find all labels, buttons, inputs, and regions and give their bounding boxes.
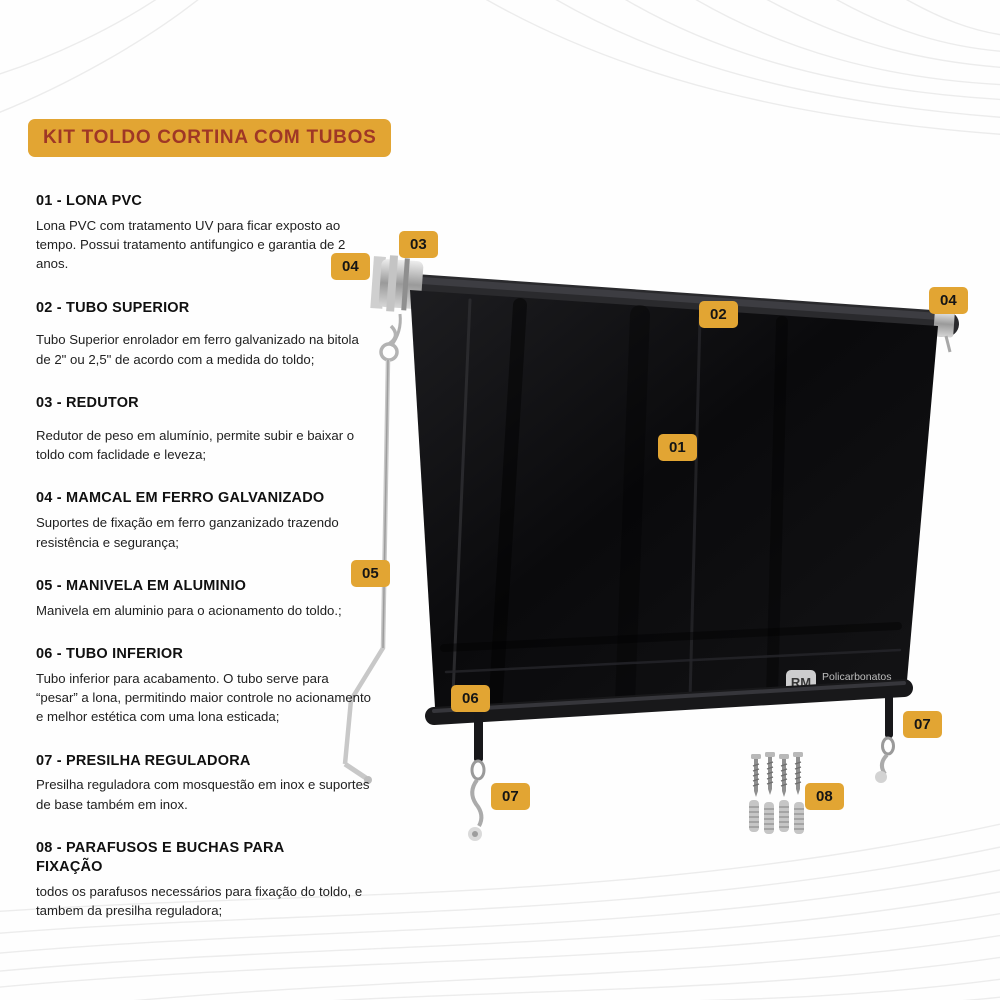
item-03: 03 - REDUTOR Redutor de peso em alumínio… — [36, 394, 374, 464]
item-08-heading: 08 - PARAFUSOS E BUCHAS PARA FIXAÇÃO — [36, 839, 284, 875]
right-end-cap — [933, 310, 955, 338]
brand-line1: Policarbonatos — [822, 671, 891, 683]
item-05-body: Manivela em aluminio para o acionamento … — [36, 602, 342, 618]
item-03-body: Redutor de peso em alumínio, permite sub… — [36, 427, 355, 463]
item-01: 01 - LONA PVC Lona PVC com tratamento UV… — [36, 192, 374, 274]
bottom-tube — [425, 679, 913, 725]
item-07-heading: 07 - PRESILHA REGULADORA — [36, 752, 251, 769]
callout-badge-02: 02 — [699, 301, 738, 328]
item-02-heading: 02 - TUBO SUPERIOR — [36, 299, 190, 316]
callout-badge-06: 06 — [451, 685, 490, 712]
left-strap-clasp — [468, 706, 486, 841]
screws-and-anchors — [748, 750, 805, 835]
top-tube — [387, 273, 959, 353]
callout-badge-07-left: 07 — [491, 783, 530, 810]
item-05-heading: 05 - MANIVELA EM ALUMINIO — [36, 577, 247, 594]
callout-badge-03: 03 — [399, 231, 438, 258]
item-02: 02 - TUBO SUPERIOR Tubo Superior enrolad… — [36, 299, 374, 369]
callout-badge-04-left: 04 — [331, 253, 370, 280]
item-07-body: Presilha reguladora com mosquestão em in… — [36, 777, 370, 812]
item-01-body: Lona PVC com tratamento UV para ficar ex… — [36, 217, 346, 272]
callout-badge-07-right: 07 — [903, 711, 942, 738]
item-04-body: Suportes de fixação em ferro ganzanizado… — [36, 515, 339, 550]
item-05: 05 - MANIVELA EM ALUMINIO Manivela em al… — [36, 577, 374, 620]
item-08-body: todos os parafusos necessários para fixa… — [36, 883, 363, 918]
item-08: 08 - PARAFUSOS E BUCHAS PARA FIXAÇÃO tod… — [36, 839, 374, 920]
crank-rod — [342, 324, 399, 784]
item-07: 07 - PRESILHA REGULADORA Presilha regula… — [36, 752, 374, 814]
item-01-heading: 01 - LONA PVC — [36, 193, 142, 209]
tarp — [410, 290, 938, 724]
callout-badge-04-right: 04 — [929, 287, 968, 314]
item-06: 06 - TUBO INFERIOR Tubo inferior para ac… — [36, 645, 374, 727]
page-title: KIT TOLDO CORTINA COM TUBOS — [28, 119, 392, 157]
item-list: 01 - LONA PVC Lona PVC com tratamento UV… — [36, 192, 374, 945]
item-04-heading: 04 - MAMCAL EM FERRO GALVANIZADO — [36, 490, 325, 507]
item-02-body: Tubo Superior enrolador em ferro galvani… — [36, 332, 359, 367]
item-06-body: Tubo inferior para acabamento. O tubo se… — [36, 670, 371, 725]
item-06-heading: 06 - TUBO INFERIOR — [36, 645, 183, 662]
right-bracket — [944, 335, 952, 353]
callout-badge-08: 08 — [805, 783, 844, 810]
item-03-heading: 03 - REDUTOR — [36, 395, 139, 412]
callout-badge-01: 01 — [658, 434, 697, 461]
callout-badge-05: 05 — [351, 560, 390, 587]
item-04: 04 - MAMCAL EM FERRO GALVANIZADO Suporte… — [36, 489, 374, 551]
right-strap-clasp — [875, 694, 895, 783]
